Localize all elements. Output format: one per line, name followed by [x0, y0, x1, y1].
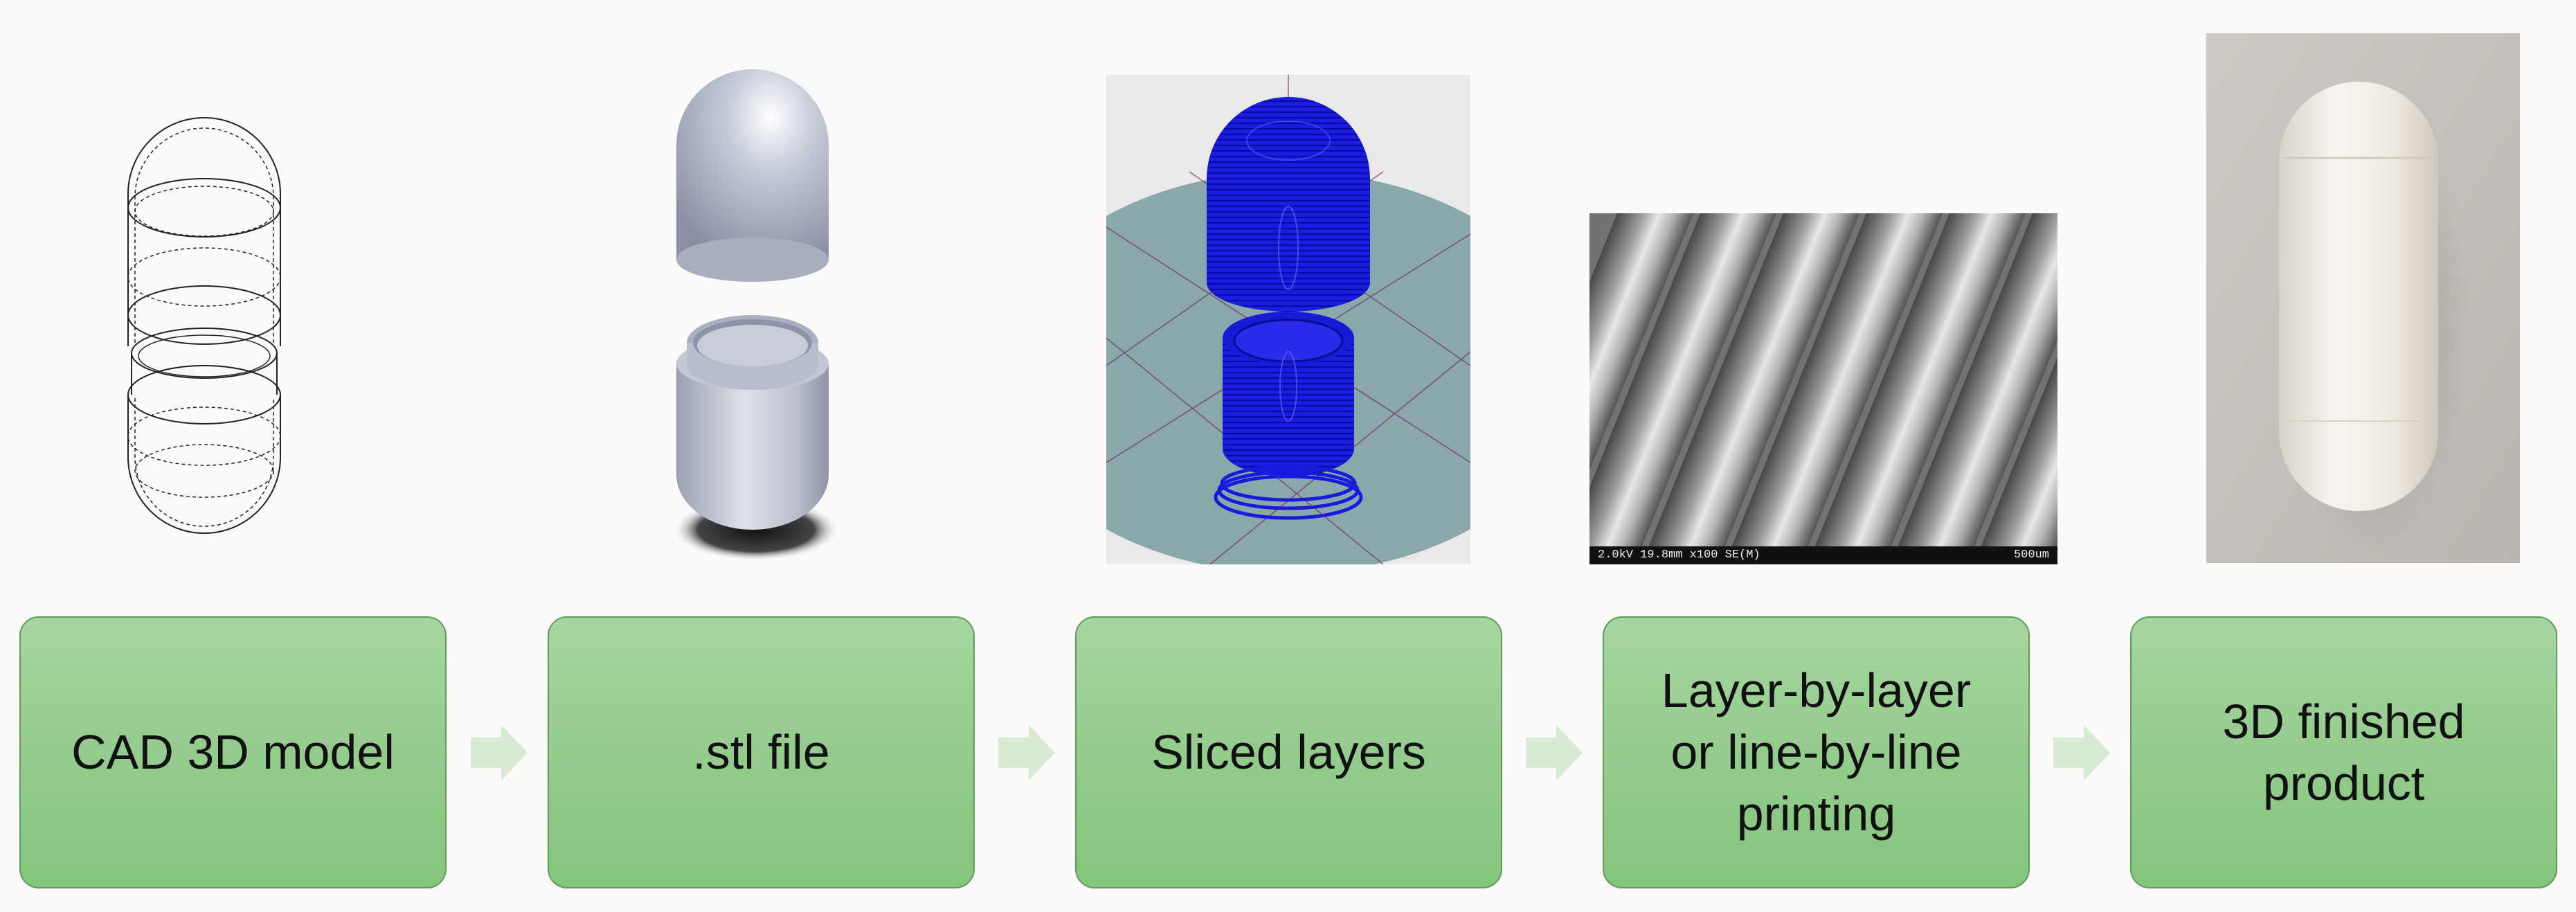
stl-model-image	[659, 52, 843, 564]
flow-arrow-icon	[998, 725, 1055, 780]
flow-arrow-icon	[1526, 725, 1583, 780]
step-cad-3d-model: CAD 3D model	[19, 616, 447, 888]
flow-arrow-icon	[471, 725, 528, 780]
cad-wireframe-image	[104, 69, 305, 547]
step-finished-product: 3D finished product	[2130, 616, 2557, 888]
step-printing: Layer-by-layer or line-by-line printing	[1603, 616, 2030, 888]
sliced-layers-image	[1106, 75, 1470, 564]
printed-capsule-photo	[2206, 33, 2520, 563]
flow-arrow-icon	[2053, 725, 2110, 780]
sem-caption-right: 500um	[2013, 548, 2049, 562]
step-stl-file: .stl file	[548, 616, 975, 888]
sem-caption-left: 2.0kV 19.8mm x100 SE(M)	[1598, 548, 1760, 562]
sem-info-bar: 2.0kV 19.8mm x100 SE(M) 500um	[1589, 546, 2057, 564]
step-sliced-layers: Sliced layers	[1075, 616, 1502, 888]
sem-micrograph-image: 2.0kV 19.8mm x100 SE(M) 500um	[1589, 213, 2057, 564]
